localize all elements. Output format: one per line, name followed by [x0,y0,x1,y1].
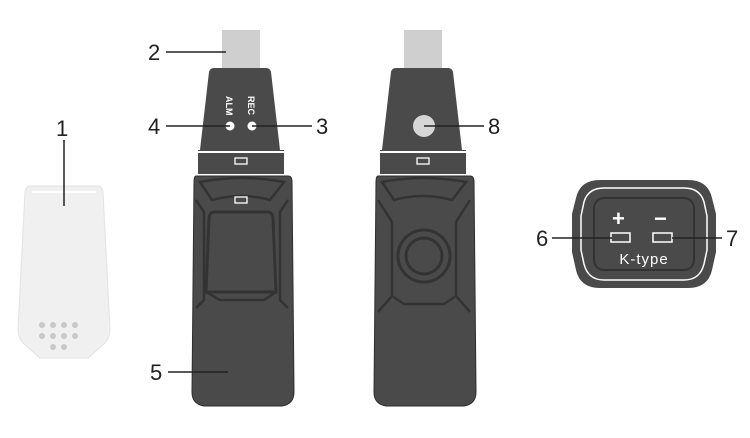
callout-number-6: 6 [536,226,548,251]
protective-cap [17,185,111,359]
callout-number-4: 4 [148,114,160,139]
callout-number-1: 1 [56,116,68,141]
callout-number-2: 2 [148,40,160,65]
logger-collar [198,150,284,174]
logger-head-back [382,68,462,150]
cap-shell [17,185,111,359]
callout-number-5: 5 [150,360,162,385]
callout-numbers: 1 2 3 4 5 6 7 8 [56,40,738,385]
minus-sign: − [654,206,667,231]
ktype-label: K-type [619,251,668,268]
plus-sign: + [612,206,625,231]
callout-number-7: 7 [726,226,738,251]
callout-lines [63,51,722,373]
socket-rim [580,187,708,281]
usb-connector [222,30,260,70]
logger-head [200,68,280,150]
logger-front-view: ALM REC [191,30,295,407]
rec-label: REC [246,96,256,116]
cap-vent-holes [39,322,78,350]
callout-number-8: 8 [488,114,500,139]
usb-connector-back [404,30,442,70]
logger-body-back [373,175,477,407]
ktype-socket: + − K-type [572,180,716,288]
alm-label: ALM [224,96,234,116]
callout-number-3: 3 [316,114,328,139]
back-ring-inner [404,236,444,276]
logger-back-view [373,30,477,407]
socket-face [593,197,695,271]
